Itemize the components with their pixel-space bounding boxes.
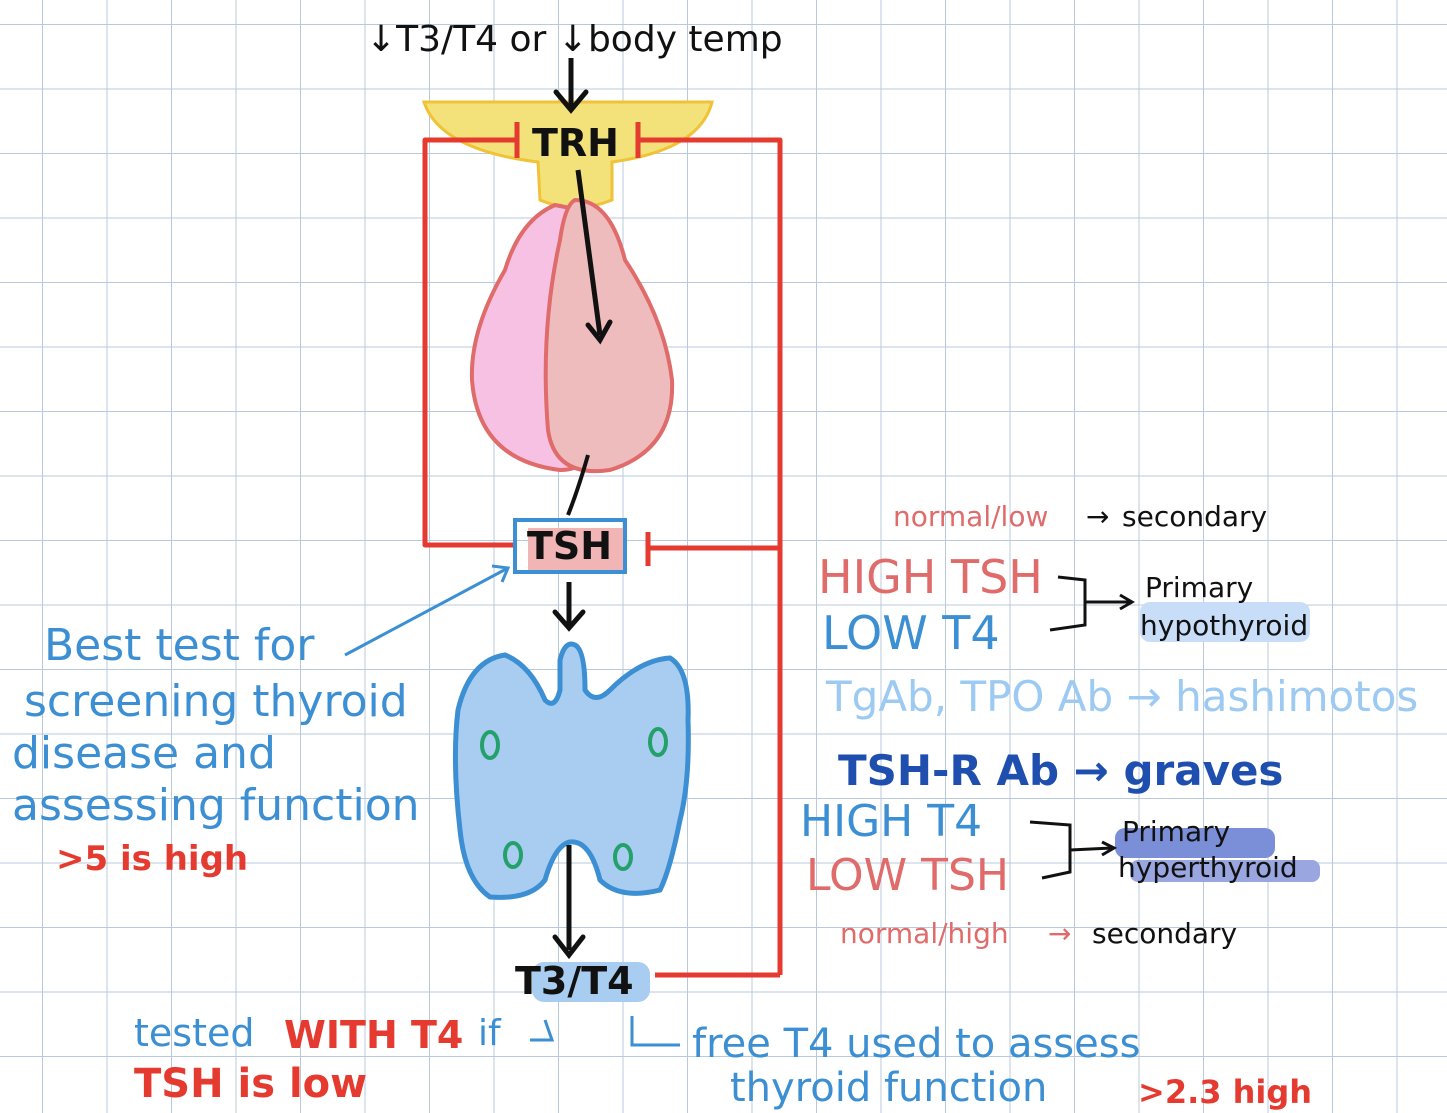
tsh-threshold: >5 is high: [56, 842, 248, 876]
bottom-right-line2: thyroid function: [730, 1068, 1047, 1108]
bottom-right-line1: free T4 used to assess: [692, 1024, 1140, 1064]
hyper-label1: Primary: [1122, 818, 1230, 846]
bottom-right-threshold: >2.3 high: [1138, 1076, 1312, 1108]
tsh-note-line4: assessing function: [12, 784, 420, 828]
hyper-label2: hyperthyroid: [1118, 854, 1298, 882]
hypo-secondary-suffix: secondary: [1122, 503, 1267, 531]
tsh-note-line3: disease and: [12, 732, 276, 776]
hyper-line1: HIGH T4: [800, 800, 982, 844]
hypo-label1: Primary: [1145, 574, 1253, 602]
hyper-secondary-arrow: →: [1048, 920, 1071, 948]
trh-label: TRH: [532, 124, 619, 162]
bottom-left-suffix: if: [478, 1016, 501, 1052]
bracket-hypothyroid: [1050, 577, 1130, 630]
bottom-left-emph: WITH T4: [284, 1016, 463, 1054]
hashimotos-antibody: TgAb, TPO Ab → hashimotos: [826, 676, 1418, 718]
arrow-note-to-tsh: [345, 568, 508, 655]
tsh-note-line1: Best test for: [44, 624, 314, 668]
bottom-left-line2: TSH is low: [134, 1064, 367, 1104]
bracket-left-bottom: [530, 1020, 552, 1040]
top-trigger-label: ↓T3/T4 or ↓body temp: [366, 22, 783, 58]
hypo-label2: hypothyroid: [1140, 612, 1308, 640]
hypo-secondary-prefix: normal/low: [893, 503, 1048, 531]
tsh-label: TSH: [527, 527, 612, 565]
hyper-secondary-suffix: secondary: [1092, 920, 1237, 948]
thyroid-gland: [455, 644, 688, 897]
hypo-line1: HIGH TSH: [818, 554, 1043, 600]
bracket-right-bottom: [632, 1016, 680, 1045]
bracket-hyperthyroid: [1030, 822, 1112, 878]
tsh-note-line2: screening thyroid: [24, 680, 408, 724]
hypo-line2: LOW T4: [822, 610, 1000, 656]
pituitary-anterior-lobe: [546, 200, 672, 471]
hypo-secondary-arrow: →: [1086, 503, 1109, 531]
hyper-line2: LOW TSH: [806, 854, 1009, 898]
t3t4-label: T3/T4: [515, 962, 634, 1000]
hyper-secondary-prefix: normal/high: [840, 920, 1009, 948]
graves-antibody: TSH-R Ab → graves: [838, 750, 1283, 792]
bottom-left-prefix: tested: [134, 1014, 254, 1052]
